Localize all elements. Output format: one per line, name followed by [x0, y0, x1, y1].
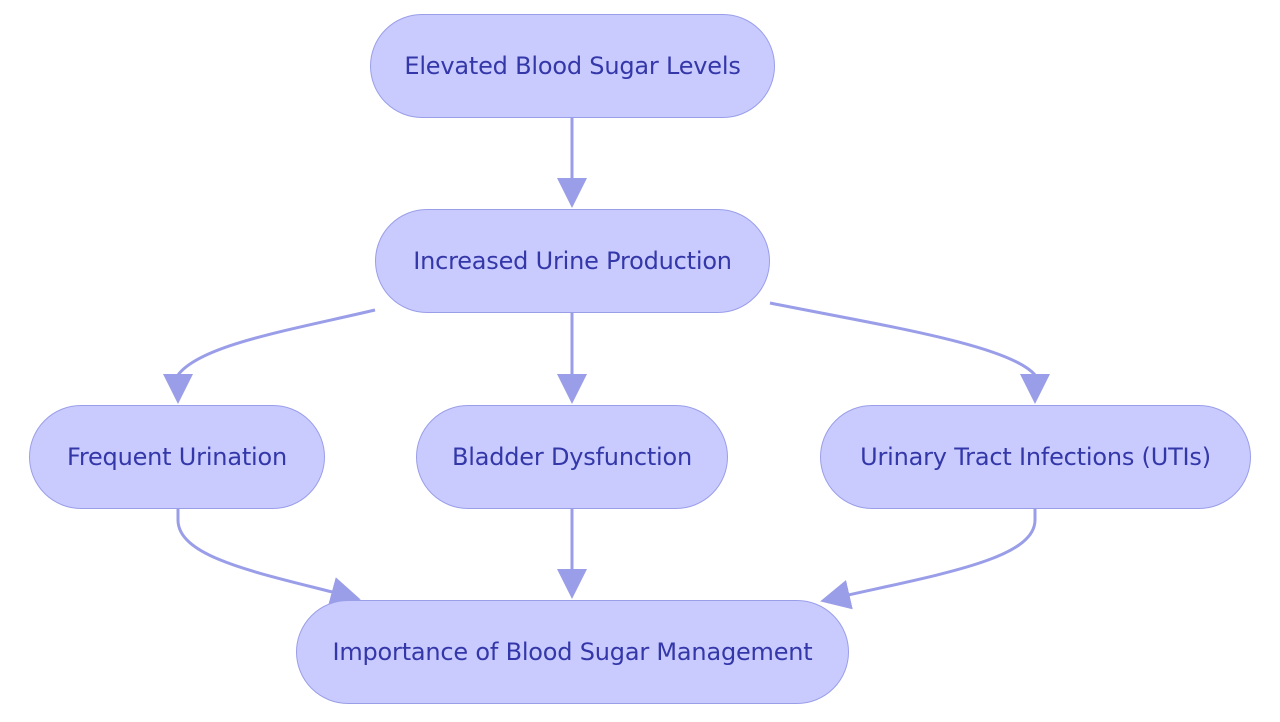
node-label: Urinary Tract Infections (UTIs) [860, 443, 1211, 471]
edge-urine-to-uti [769, 301, 1050, 404]
node-label: Bladder Dysfunction [452, 443, 692, 471]
edge-uti-to-importance [820, 509, 1037, 610]
node-importance-of-blood-sugar-management: Importance of Blood Sugar Management [296, 600, 849, 704]
node-label: Importance of Blood Sugar Management [332, 638, 813, 666]
edge-urine-to-frequent [163, 308, 376, 404]
node-bladder-dysfunction: Bladder Dysfunction [416, 405, 728, 509]
node-label: Frequent Urination [66, 443, 288, 471]
node-label: Increased Urine Production [413, 247, 732, 275]
node-increased-urine-production: Increased Urine Production [375, 209, 770, 313]
node-label: Elevated Blood Sugar Levels [404, 52, 741, 80]
node-elevated-blood-sugar-levels: Elevated Blood Sugar Levels [370, 14, 775, 118]
node-urinary-tract-infections: Urinary Tract Infections (UTIs) [820, 405, 1251, 509]
node-frequent-urination: Frequent Urination [29, 405, 325, 509]
edge-frequent-to-importance [176, 509, 361, 607]
